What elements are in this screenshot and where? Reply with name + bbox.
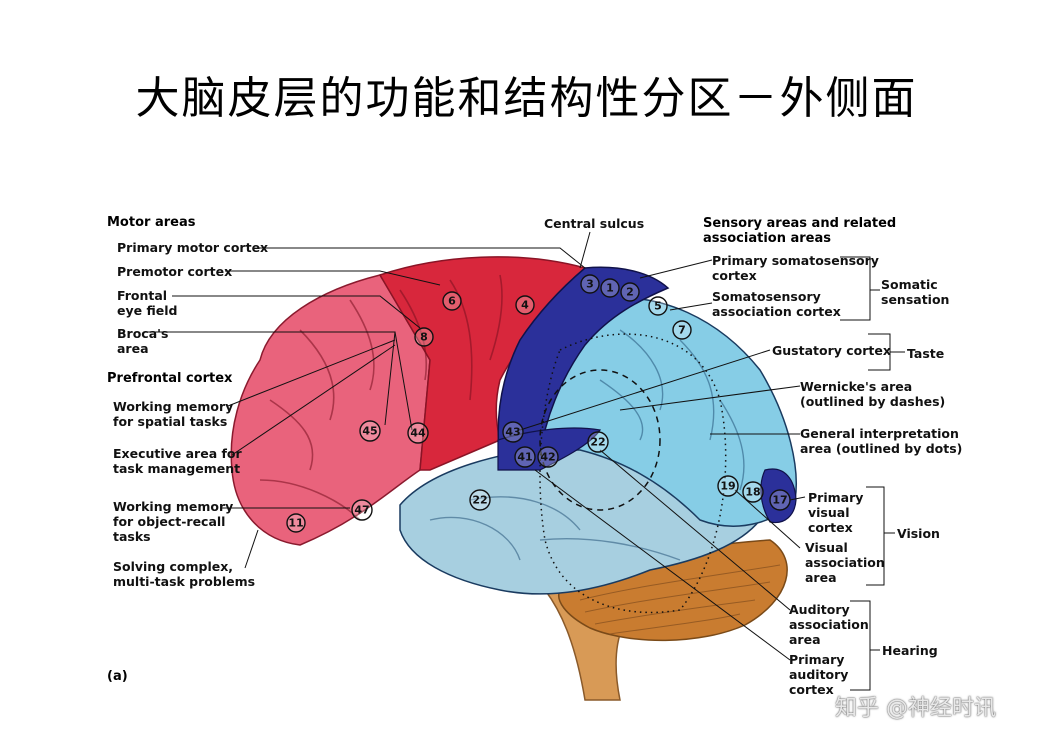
area-circle-3: 3 — [580, 274, 600, 294]
area-circle-43: 43 — [502, 421, 524, 443]
area-circle-18: 18 — [742, 481, 764, 503]
working-memory-object-label: Working memory for object-recall tasks — [113, 499, 234, 544]
area-number: 11 — [288, 517, 303, 530]
premotor-cortex-label: Premotor cortex — [117, 264, 233, 279]
area-number: 42 — [540, 451, 555, 464]
visual-pole — [760, 468, 797, 524]
area-number: 45 — [362, 425, 377, 438]
area-circle-47: 47 — [351, 499, 373, 521]
area-number: 8 — [420, 331, 428, 344]
area-circle-41: 41 — [514, 446, 536, 468]
somatosensory-strip — [497, 266, 670, 461]
sensory-areas-header: Sensory areas and related association ar… — [703, 216, 897, 246]
area-number: 47 — [354, 504, 369, 517]
area-number: 17 — [772, 494, 787, 507]
auditory-association-label: Auditory association area — [789, 602, 869, 647]
gustatory-cortex-label: Gustatory cortex — [772, 343, 891, 358]
wernickes-area-label: Wernicke's area (outlined by dashes) — [800, 379, 946, 409]
area-circle-45: 45 — [359, 420, 381, 442]
primary-visual-cortex-label: Primary visual cortex — [808, 490, 864, 535]
page-title: 大脑皮层的功能和结构性分区－外侧面 — [135, 73, 918, 124]
central-sulcus-label: Central sulcus — [544, 216, 645, 231]
area-circle-22-lower: 22 — [469, 489, 491, 511]
area-number: 43 — [505, 426, 520, 439]
area-number: 6 — [448, 295, 456, 308]
panel-label: (a) — [107, 669, 128, 684]
area-number: 4 — [521, 299, 529, 312]
area-number: 22 — [590, 436, 605, 449]
visual-association-label: Visual association area — [805, 540, 885, 585]
area-number: 3 — [586, 278, 594, 291]
watermark: 知乎 @神经时讯 — [835, 696, 996, 721]
somatic-sensation-label: Somatic sensation — [881, 277, 950, 307]
area-circle-2: 2 — [620, 282, 640, 302]
somatosensory-association-label: Somatosensory association cortex — [712, 289, 841, 319]
wernicke-outline — [539, 369, 661, 511]
area-circle-42: 42 — [537, 446, 559, 468]
prefrontal-cortex-header: Prefrontal cortex — [107, 371, 233, 386]
vision-label: Vision — [897, 526, 940, 541]
area-number: 22 — [472, 494, 487, 507]
primary-motor-cortex-label: Primary motor cortex — [117, 240, 269, 255]
area-number: 1 — [606, 282, 614, 295]
motor-areas-header: Motor areas — [107, 215, 196, 230]
area-circle-11: 11 — [286, 513, 306, 533]
solving-complex-label: Solving complex, multi-task problems — [113, 559, 256, 589]
area-number: 44 — [410, 427, 426, 440]
primary-somatosensory-label: Primary somatosensory cortex — [712, 253, 879, 283]
area-circle-7: 7 — [672, 320, 692, 340]
area-number: 41 — [517, 451, 532, 464]
working-memory-spatial-label: Working memory for spatial tasks — [113, 399, 234, 429]
taste-label: Taste — [907, 346, 945, 361]
executive-area-label: Executive area for task management — [113, 446, 242, 476]
hearing-label: Hearing — [882, 643, 938, 658]
primary-auditory-cortex-label: Primary auditory cortex — [789, 652, 849, 697]
auditory-strip — [497, 427, 602, 471]
area-circle-17: 17 — [769, 489, 791, 511]
area-number: 7 — [678, 324, 686, 337]
general-interpretation-label: General interpretation area (outlined by… — [800, 426, 963, 456]
area-circle-44: 44 — [407, 422, 429, 444]
area-number: 18 — [745, 486, 760, 499]
area-number: 5 — [654, 300, 662, 313]
area-circle-8: 8 — [414, 327, 434, 347]
area-circle-19: 19 — [717, 475, 739, 497]
area-circle-5: 5 — [648, 296, 668, 316]
area-circle-1: 1 — [600, 278, 620, 298]
area-number: 19 — [720, 480, 735, 493]
brocas-area-label: Broca's area — [117, 326, 169, 356]
area-circle-6: 6 — [442, 291, 462, 311]
interpretation-outline — [539, 333, 727, 614]
area-number: 2 — [626, 286, 634, 299]
frontal-eye-field-label: Frontal eye field — [117, 288, 178, 318]
area-circle-4: 4 — [515, 295, 535, 315]
area-circle-22-upper: 22 — [587, 431, 609, 453]
